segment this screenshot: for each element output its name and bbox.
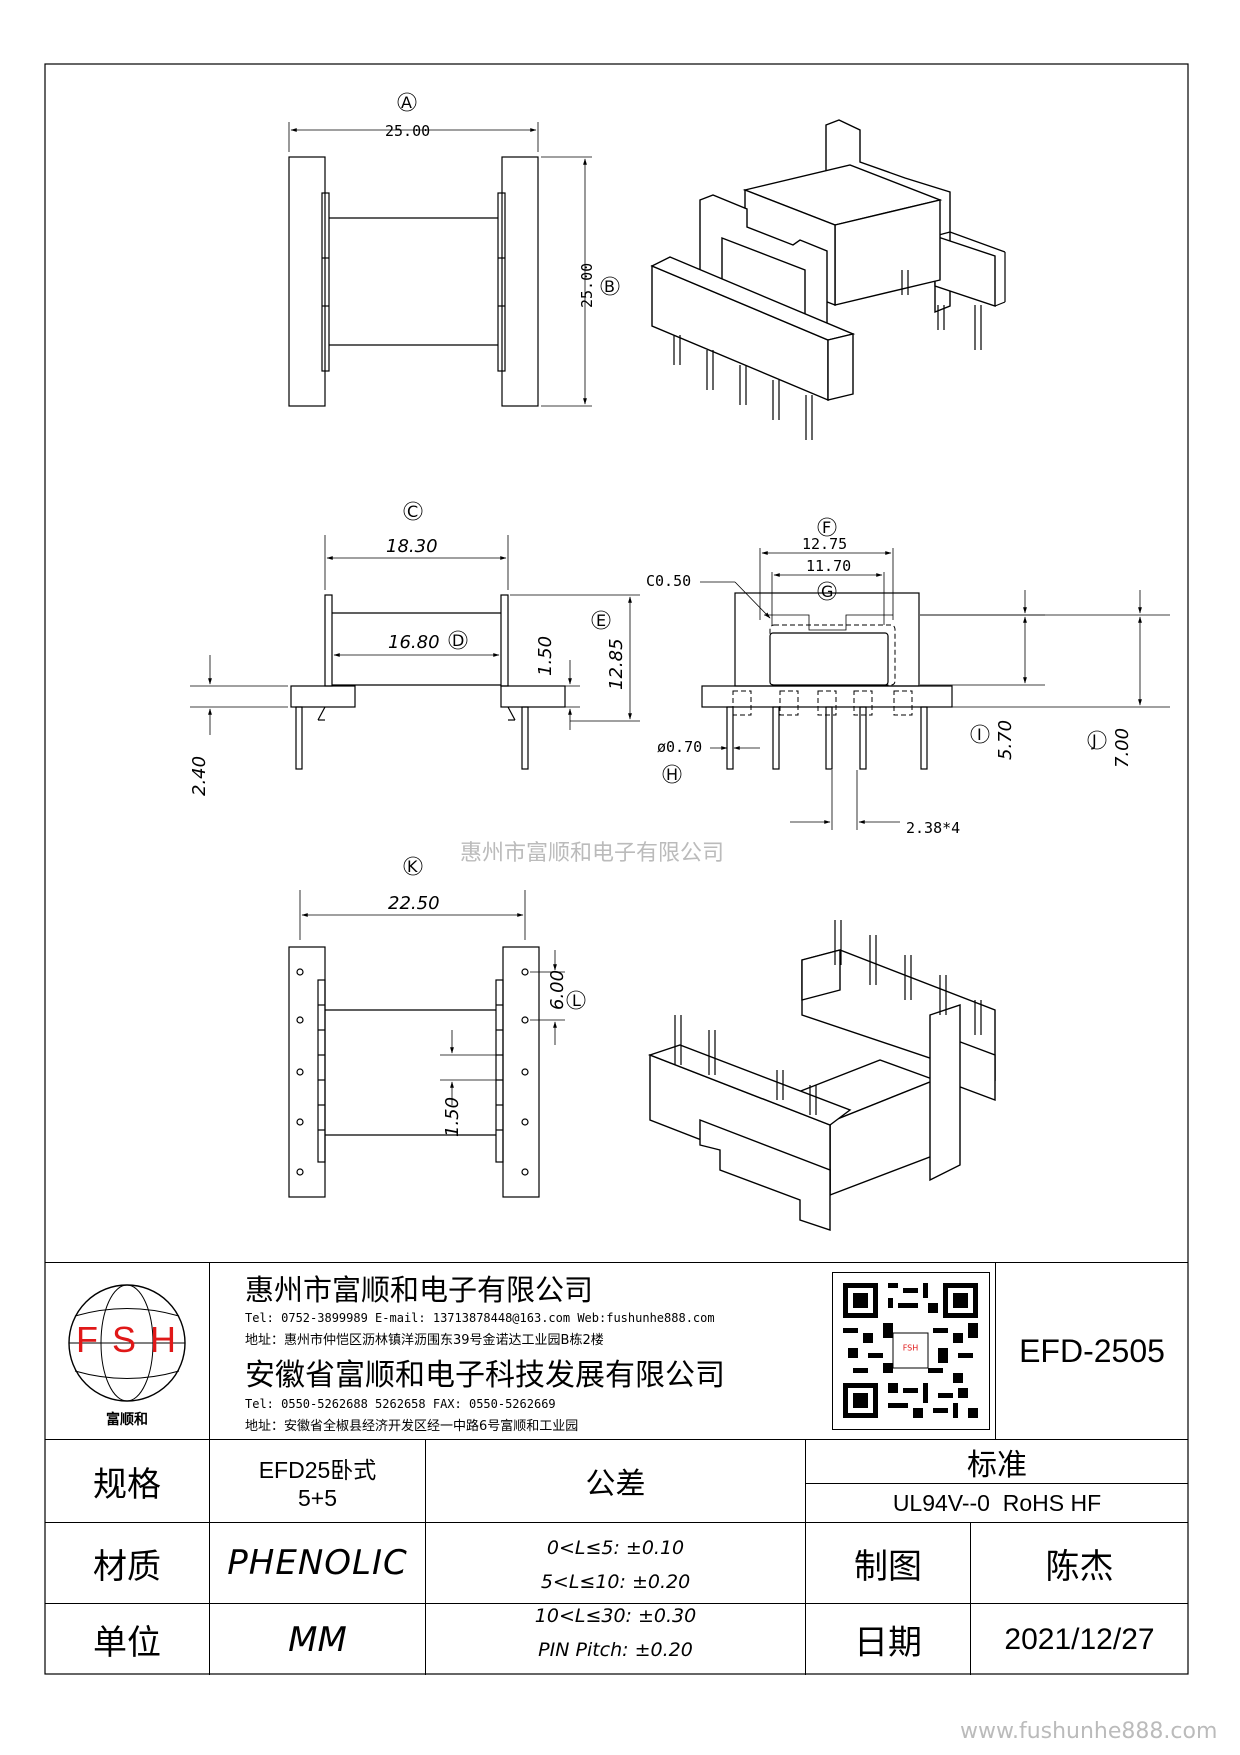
tolerance-list: 0<L≤5: ±0.10 5<L≤10: ±0.20 10<L≤30: ±0.3…: [426, 1523, 805, 1675]
circle-label-g: G: [821, 582, 833, 601]
circle-label-h: H: [666, 765, 678, 784]
tolerance-4: PIN Pitch: ±0.20: [538, 1639, 693, 1661]
dim-c-value: 18.30: [386, 536, 438, 557]
company-logo: F S H 富顺和: [55, 1271, 199, 1431]
dim-l-value: 6.00: [547, 970, 568, 1010]
dim-k-value: 22.50: [388, 893, 440, 914]
title-block: F S H 富顺和 惠州市富顺和电子有限公司 Tel: 0752-3899989…: [45, 1262, 1188, 1675]
date-label: 日期: [854, 1623, 922, 1663]
watermark-bottom: www.fushunhe888.com: [960, 1719, 1217, 1744]
company-address-1: 地址：惠州市仲恺区沥林镇洋沥围东39号金诺达工业园B栋2楼: [245, 1333, 604, 1348]
circle-label-b: B: [604, 277, 615, 296]
circle-label-d: D: [452, 631, 464, 650]
unit-label: 单位: [93, 1623, 161, 1663]
top-view: 25.00 A 25.00 B: [288, 92, 620, 407]
date-value: 2021/12/27: [1004, 1622, 1155, 1656]
front-view: 18.30 C 16.80 D 12.85 E 1.50 2.40: [189, 501, 640, 796]
dim-g-value: 11.70: [806, 557, 851, 575]
spec-label: 规格: [93, 1464, 161, 1505]
tolerance-2: 5<L≤10: ±0.20: [540, 1571, 691, 1593]
isometric-view-bottom: [647, 920, 996, 1231]
dim-k-sub-value: 1.50: [442, 1097, 463, 1137]
circle-label-e: E: [596, 611, 606, 630]
svg-text:FSH: FSH: [903, 1344, 919, 1353]
dim-i-value: 5.70: [995, 720, 1016, 760]
dim-chamfer: C0.50: [646, 572, 691, 590]
standard-value: UL94V--0 RoHS HF: [892, 1489, 1102, 1516]
spec-value-line1: EFD25卧式: [258, 1456, 377, 1483]
dim-pin-value: 2.40: [189, 756, 210, 796]
circle-label-l: L: [572, 991, 581, 1010]
circle-label-j: J: [1091, 731, 1097, 750]
tolerance-1: 0<L≤5: ±0.10: [546, 1537, 685, 1559]
dim-d-value: 16.80: [388, 632, 440, 653]
dim-e-value: 12.85: [606, 638, 627, 690]
dim-e-sub-value: 1.50: [535, 636, 556, 676]
company-contact-2: Tel: 0550-5262688 5262658 FAX: 0550-5262…: [245, 1397, 556, 1411]
circle-label-a: A: [401, 93, 412, 112]
logo-caption: 富顺和: [106, 1412, 148, 1428]
outer-frame: [44, 63, 1189, 1675]
material-value: PHENOLIC: [227, 1543, 408, 1583]
tolerance-3: 10<L≤30: ±0.30: [534, 1605, 697, 1627]
dim-pitch-value: 2.38*4: [906, 819, 960, 837]
spec-value-line2: 5+5: [297, 1484, 337, 1511]
company-name-2: 安徽省富顺和电子科技发展有限公司: [245, 1358, 725, 1393]
standard-label: 标准: [967, 1447, 1027, 1483]
dim-h-value: ø0.70: [657, 738, 702, 756]
dim-b-value: 25.00: [578, 263, 596, 308]
dim-j-value: 7.00: [1112, 728, 1133, 768]
dim-f-value: 12.75: [802, 535, 847, 553]
circle-label-f: F: [822, 518, 831, 537]
tolerance-label: 公差: [585, 1467, 646, 1502]
circle-label-k: K: [407, 857, 418, 876]
drawn-value: 陈杰: [1045, 1546, 1114, 1587]
company-name-1: 惠州市富顺和电子有限公司: [245, 1273, 594, 1307]
circle-label-c: C: [407, 502, 418, 521]
watermark-center: 惠州市富顺和电子有限公司: [460, 841, 724, 866]
circle-label-i: I: [977, 725, 982, 744]
side-view: 12.75 F 11.70 G C0.50 5.70 7.00 I J ø0.7…: [646, 517, 1170, 837]
company-contact-1: Tel: 0752-3899989 E-mail: 13713878448@16…: [245, 1311, 715, 1325]
material-label: 材质: [93, 1546, 161, 1587]
isometric-view-top: [650, 119, 1006, 440]
spec-value: EFD25卧式 5+5: [210, 1440, 425, 1522]
bottom-view: 22.50 K 6.00 L 1.50: [288, 856, 586, 1198]
dim-a-value: 25.00: [385, 122, 430, 140]
drawn-label: 制图: [854, 1546, 922, 1587]
part-number: EFD-2505: [1019, 1332, 1165, 1369]
logo-letters: F S H: [75, 1319, 178, 1360]
qr-code: FSH: [832, 1272, 990, 1430]
company-address-2: 地址：安徽省全椒县经济开发区经一中路6号富顺和工业园: [245, 1419, 579, 1434]
unit-value: MM: [288, 1619, 347, 1660]
